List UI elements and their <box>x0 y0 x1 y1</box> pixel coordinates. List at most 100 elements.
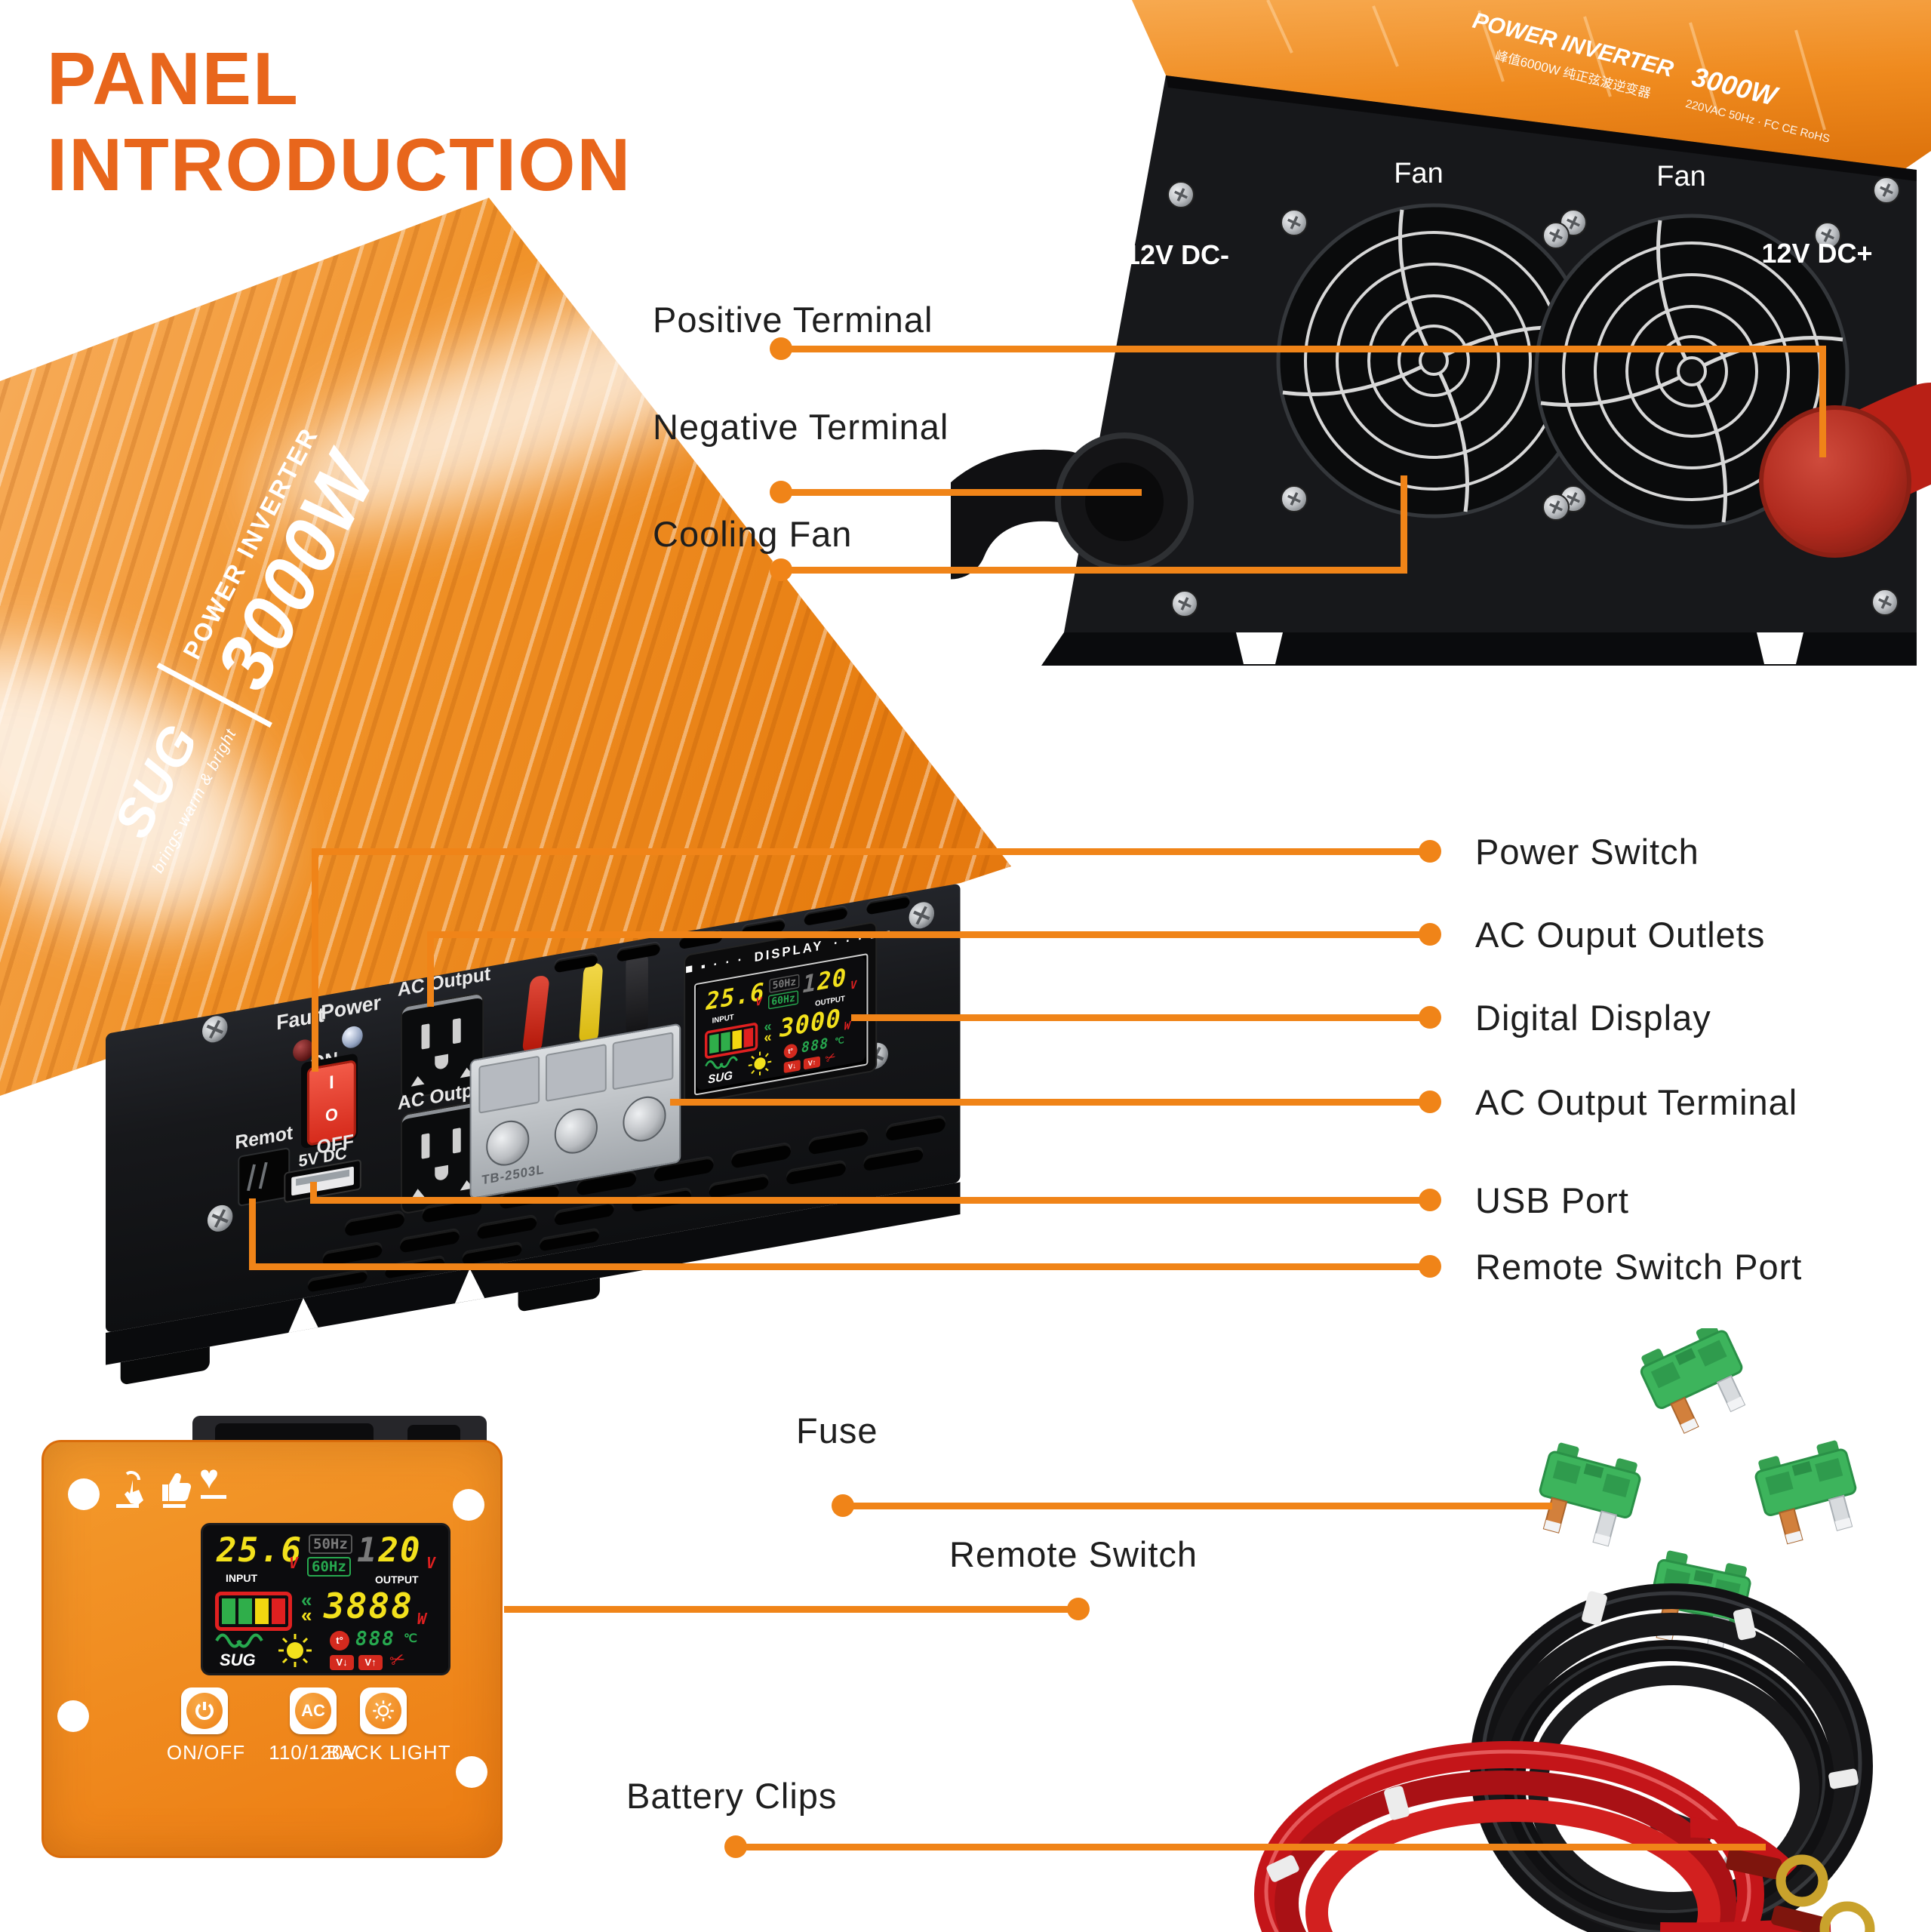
chevron-icon: « <box>764 1028 772 1046</box>
lcd-freq-50: 50Hz <box>309 1534 352 1554</box>
lcd-input-label: INPUT <box>226 1572 257 1584</box>
callout-digital-display: Digital Display <box>1475 998 1711 1038</box>
voltage-down-icon: V↓ <box>330 1655 354 1670</box>
callout-line <box>851 1014 1429 1021</box>
heart-underline <box>201 1495 226 1499</box>
lcd-output-lit: 20 <box>378 1531 422 1570</box>
remote-onoff-label: ON/OFF <box>166 1741 246 1764</box>
callout-usb-port: USB Port <box>1475 1180 1629 1220</box>
lcd-input-voltage: 25.6 <box>217 1531 303 1570</box>
callout-line <box>781 567 1407 574</box>
callout-dot <box>1419 923 1441 946</box>
callout-line <box>249 1198 256 1269</box>
screw-hole <box>57 1700 89 1732</box>
lcd-logo: SUG <box>220 1651 256 1669</box>
lcd-output-unit: V <box>426 1554 438 1572</box>
callout-negative-terminal: Negative Terminal <box>653 407 949 447</box>
callout-dot <box>1419 1091 1441 1113</box>
callout-line <box>1401 475 1407 574</box>
flange-notch <box>454 1266 485 1304</box>
callout-dot <box>1067 1598 1090 1620</box>
callout-line <box>670 1099 1429 1106</box>
lcd-output-dim: 1 <box>357 1531 379 1570</box>
power-icon <box>195 1702 214 1720</box>
lcd-temp-unit: ℃ <box>835 1035 844 1047</box>
callout-fuse: Fuse <box>796 1411 878 1451</box>
lcd-temp: 888 <box>355 1628 395 1651</box>
remote-switch-port <box>238 1146 291 1208</box>
back-top-surface <box>1132 0 1931 186</box>
callout-cooling-fan: Cooling Fan <box>653 514 853 554</box>
callout-dot <box>1419 1006 1441 1029</box>
callout-positive-terminal: Positive Terminal <box>653 300 933 340</box>
lcd-output-dim: 1 <box>802 968 818 999</box>
red-ring-terminal <box>1776 1854 1828 1907</box>
thumbs-up-icon <box>162 1473 192 1508</box>
remote-backlight-label: BACK LIGHT <box>327 1741 451 1764</box>
page-title: PANEL INTRODUCTION <box>47 36 632 208</box>
dc-negative-label: 12V DC- <box>1125 239 1229 270</box>
callout-line <box>843 1503 1552 1509</box>
callout-line <box>736 1844 1766 1850</box>
remote-lcd: 25.6 V 50Hz 60Hz 120 V INPUT OUTPUT « « … <box>201 1523 450 1675</box>
callout-line <box>312 848 1429 855</box>
digital-display-module: ■ ▪ · · · DISPLAY · · · ▪ ■ 25.6 V 50Hz … <box>684 921 893 1106</box>
heart-icon: ♥ <box>199 1459 220 1496</box>
callout-remote-port: Remote Switch Port <box>1475 1247 1803 1287</box>
display-header: DISPLAY <box>754 937 824 965</box>
red-lug-shrink <box>1725 1848 1782 1880</box>
front-lcd: 25.6 V 50Hz 60Hz 120 V INPUT OUTPUT <box>696 955 866 1091</box>
fan-label-right: Fan <box>1656 161 1705 192</box>
callout-line <box>781 489 1142 496</box>
remote-ac-label: 110/120V <box>269 1741 358 1764</box>
callout-line <box>312 851 318 1072</box>
display-decor-left: ■ ▪ · · · <box>685 952 745 977</box>
sun-icon <box>748 1051 772 1076</box>
lcd-output-label: OUTPUT <box>375 1574 419 1586</box>
lcd-input-unit: V <box>755 994 764 1009</box>
ac-icon: AC <box>295 1693 331 1729</box>
inverter-back-view: POWER INVERTER 3000W 峰值6000W 纯正弦波逆变器 220… <box>951 0 1931 666</box>
temp-badge-icon: t° <box>330 1631 349 1651</box>
lcd-freq-60: 60Hz <box>768 990 798 1010</box>
lcd-watts: 3000 <box>779 1003 842 1043</box>
front-panel: Fault Power ON I O OFF Remot 5V DC AC Ou… <box>106 883 961 1394</box>
battery-gauge-icon <box>215 1592 292 1631</box>
chevron-icon: « <box>301 1604 312 1626</box>
callout-dot <box>1419 1255 1441 1278</box>
callout-battery-clips: Battery Clips <box>626 1776 838 1816</box>
sun-icon <box>278 1634 312 1667</box>
remote-backlight-button <box>360 1687 407 1734</box>
screw-hole <box>68 1478 100 1510</box>
voltage-up-icon: V↑ <box>803 1056 820 1070</box>
lcd-temp-unit: ℃ <box>404 1632 417 1645</box>
callout-line <box>310 1182 317 1203</box>
screw-hole <box>453 1489 484 1521</box>
callout-line <box>310 1197 1429 1204</box>
callout-power-switch: Power Switch <box>1475 832 1699 872</box>
callout-line <box>427 934 434 1007</box>
callout-dot <box>1419 840 1441 863</box>
chevron-icon: « <box>301 1589 312 1611</box>
lcd-watts: 3888 <box>324 1586 414 1626</box>
remote-ac-button: AC <box>290 1687 337 1734</box>
title-line-2: INTRODUCTION <box>47 122 632 206</box>
lcd-input-label: INPUT <box>712 1012 734 1025</box>
lcd-watt-unit: W <box>417 1610 429 1628</box>
scissors-icon: ✂ <box>386 1647 409 1672</box>
red-ring-terminal <box>1819 1901 1875 1932</box>
remote-onoff-button <box>181 1687 228 1734</box>
dc-positive-label: 12V DC+ <box>1761 238 1872 269</box>
callout-line <box>427 931 1429 938</box>
lcd-output-unit: V <box>850 977 858 992</box>
callout-line <box>504 1606 1078 1613</box>
callout-line <box>1819 346 1826 457</box>
title-line-1: PANEL <box>47 37 300 120</box>
callout-remote-switch: Remote Switch <box>949 1534 1198 1574</box>
voltage-down-icon: V↓ <box>783 1060 801 1074</box>
callout-line <box>781 346 1826 352</box>
red-cable-coil <box>1254 1741 1875 1932</box>
callout-line <box>249 1263 1429 1270</box>
voltage-up-icon: V↑ <box>358 1655 383 1670</box>
